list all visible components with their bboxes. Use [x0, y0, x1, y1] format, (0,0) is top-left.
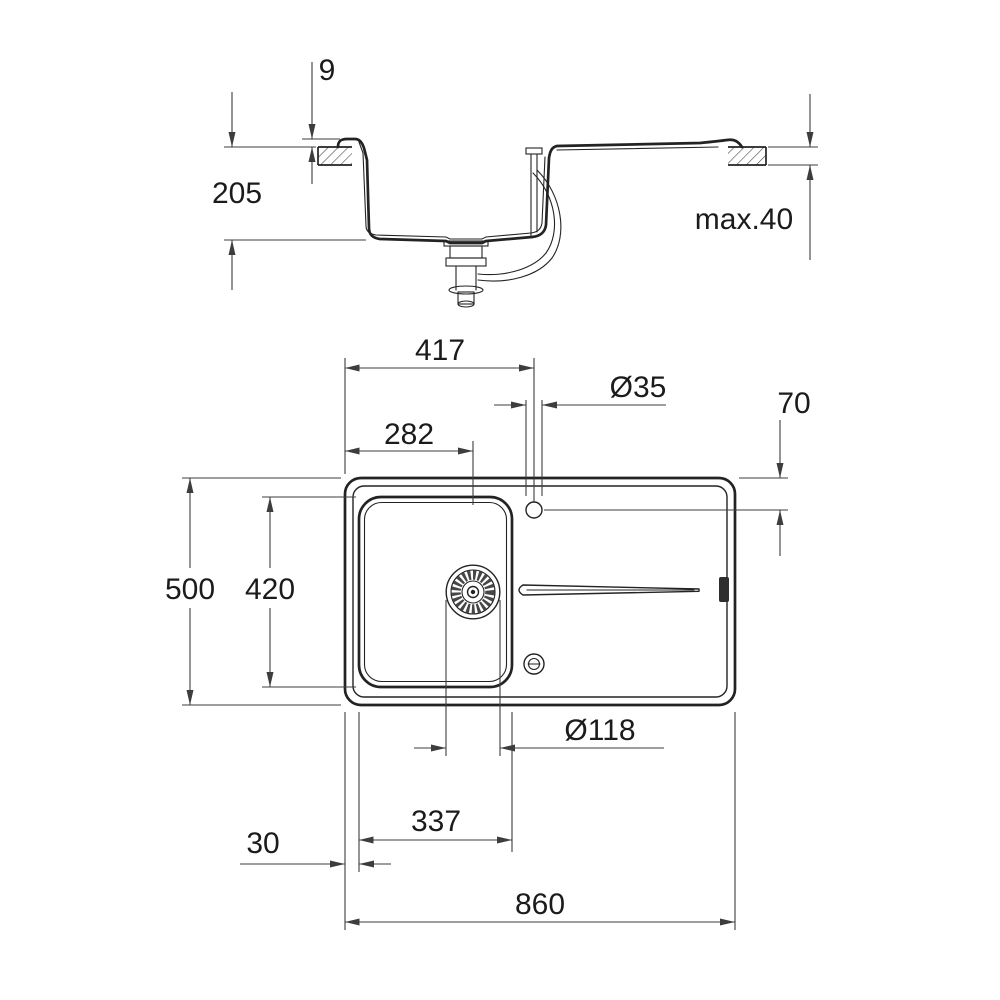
overflow-slot: [719, 577, 729, 602]
dim-bowl-inner-depth: 420: [245, 497, 295, 687]
overall-width-label: 860: [515, 888, 565, 921]
dim-overall-depth: 500: [165, 478, 215, 705]
faucet-from-left-label: 417: [415, 334, 465, 367]
dim-edge-to-bowl: 30: [240, 827, 391, 868]
countertop-right-section: [728, 146, 767, 166]
edge-to-bowl-label: 30: [246, 827, 279, 860]
dim-drain-diameter: Ø118: [414, 714, 664, 752]
dim-bowl-depth: 205: [212, 92, 262, 290]
dim-overall-width: 860: [345, 888, 735, 926]
countertop-left-section: [317, 146, 352, 166]
plan-extension-lines: [182, 358, 788, 930]
popup-knob: [523, 653, 545, 675]
bowl-inner-width-label: 337: [411, 805, 461, 838]
drain-from-left-label: 282: [384, 418, 434, 451]
drain-strainer: [445, 564, 501, 620]
dim-faucet-from-left: 417: [345, 334, 534, 372]
overall-depth-label: 500: [165, 573, 215, 606]
rim-height-label: 9: [319, 54, 336, 87]
faucet-hole: [525, 501, 543, 519]
drain-diameter-label: Ø118: [564, 714, 635, 747]
section-view: 9 205 max.40: [212, 54, 818, 308]
dim-drain-from-left: 282: [345, 418, 473, 455]
plan-view: 417 Ø35 70 282 500 4: [165, 334, 811, 930]
sink-profile: [336, 137, 744, 245]
bowl-depth-label: 205: [212, 177, 262, 210]
drain-assembly-section: [443, 240, 489, 308]
dim-bowl-inner-width: 337: [359, 805, 512, 844]
bowl-inner-depth-label: 420: [245, 573, 295, 606]
overflow-rod: [477, 147, 562, 282]
dim-faucet-hole-diameter: Ø35: [494, 371, 667, 409]
faucet-hole-diameter-label: Ø35: [610, 371, 667, 404]
dim-faucet-from-top: 70: [776, 387, 811, 556]
faucet-from-top-label: 70: [777, 387, 810, 420]
bowl-plan: [357, 495, 514, 689]
counter-thickness-label: max.40: [695, 203, 793, 236]
dim-counter-thickness: max.40: [695, 94, 814, 260]
drainboard-channel: [518, 577, 729, 602]
dim-rim-height: 9: [308, 54, 336, 184]
